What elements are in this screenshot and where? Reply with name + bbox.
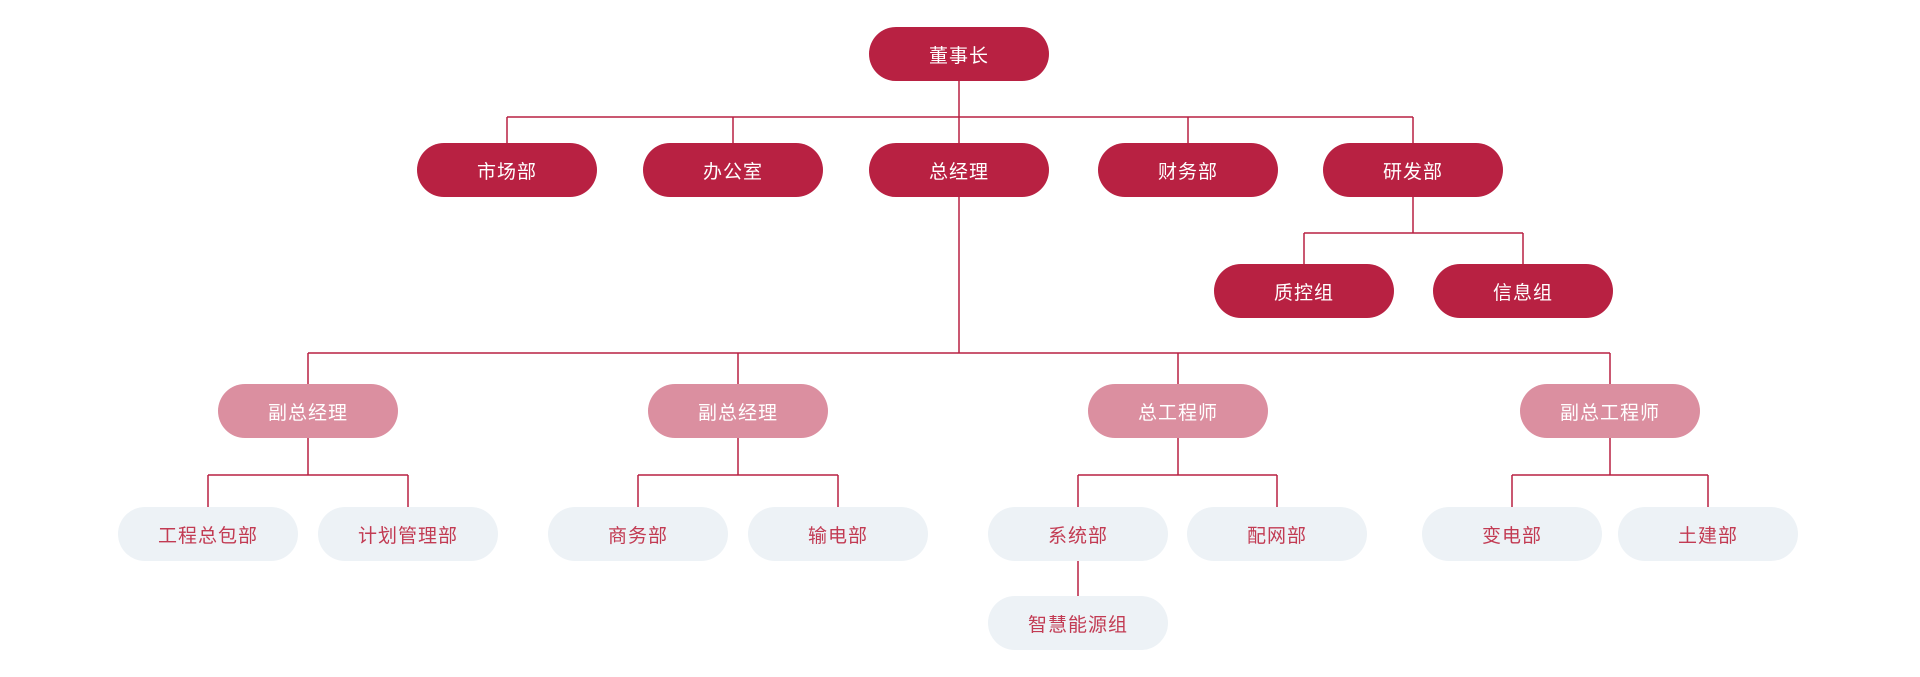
org-node-planning-dept[interactable]: 计划管理部 [318, 507, 498, 561]
org-node-deputy-chief-engineer[interactable]: 副总工程师 [1520, 384, 1700, 438]
org-node-chairman[interactable]: 董事长 [869, 27, 1049, 81]
org-node-civil-dept[interactable]: 土建部 [1618, 507, 1798, 561]
org-node-deputy-gm-1[interactable]: 副总经理 [218, 384, 398, 438]
org-node-system-dept[interactable]: 系统部 [988, 507, 1168, 561]
org-node-info-group[interactable]: 信息组 [1433, 264, 1613, 318]
org-node-rd-dept[interactable]: 研发部 [1323, 143, 1503, 197]
org-node-general-manager[interactable]: 总经理 [869, 143, 1049, 197]
org-node-qc-group[interactable]: 质控组 [1214, 264, 1394, 318]
org-node-smart-energy-group[interactable]: 智慧能源组 [988, 596, 1168, 650]
org-node-chief-engineer[interactable]: 总工程师 [1088, 384, 1268, 438]
org-node-deputy-gm-2[interactable]: 副总经理 [648, 384, 828, 438]
org-node-office[interactable]: 办公室 [643, 143, 823, 197]
org-node-marketing-dept[interactable]: 市场部 [417, 143, 597, 197]
org-node-transmission-dept[interactable]: 输电部 [748, 507, 928, 561]
org-node-finance-dept[interactable]: 财务部 [1098, 143, 1278, 197]
org-node-distribution-dept[interactable]: 配网部 [1187, 507, 1367, 561]
org-node-substation-dept[interactable]: 变电部 [1422, 507, 1602, 561]
org-node-business-dept[interactable]: 商务部 [548, 507, 728, 561]
org-node-epc-dept[interactable]: 工程总包部 [118, 507, 298, 561]
